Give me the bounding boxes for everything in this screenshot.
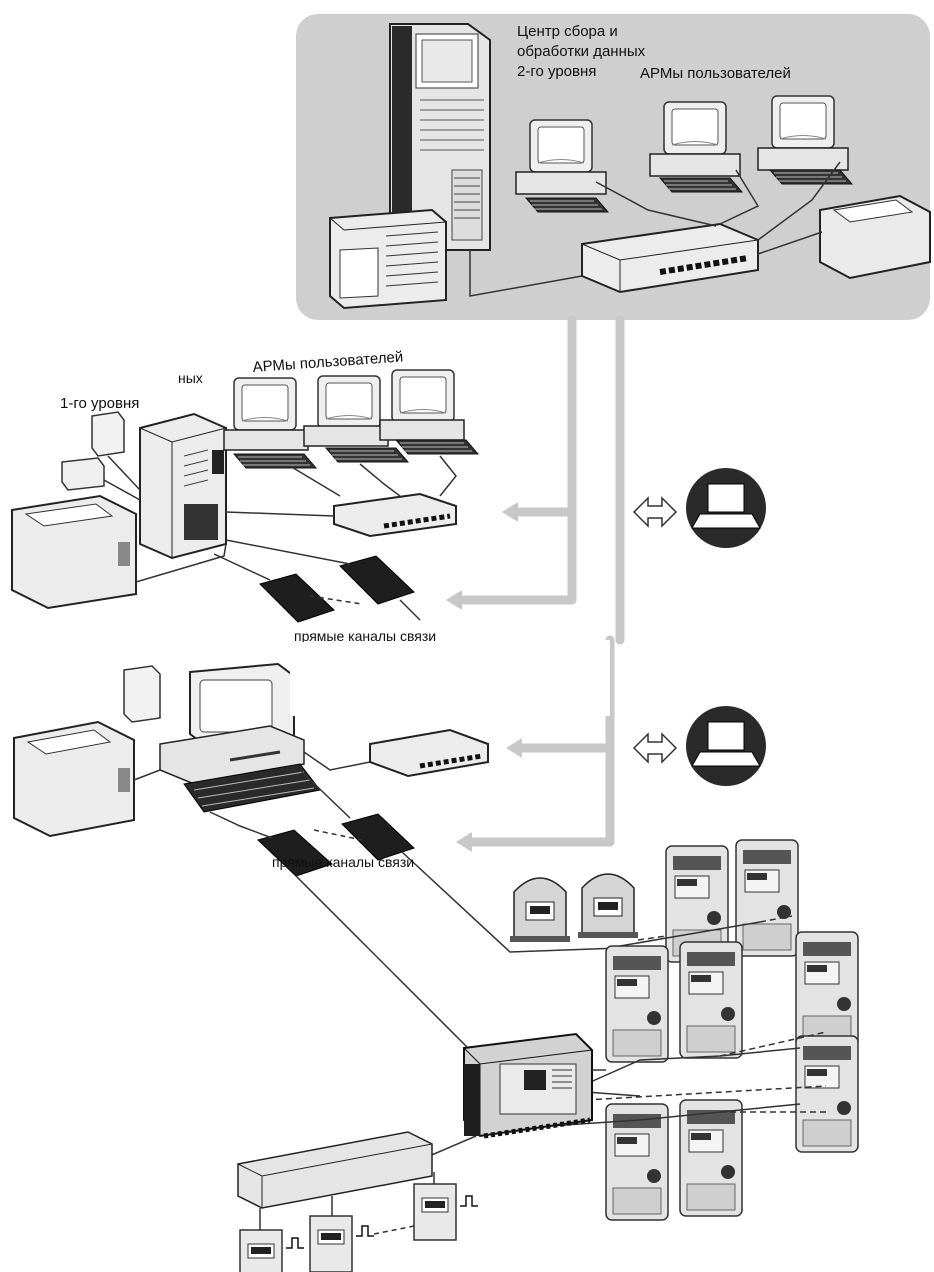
bidirectional-arrow-icon bbox=[632, 496, 678, 528]
server-unit-icon bbox=[329, 208, 447, 310]
workstation-icon bbox=[529, 119, 593, 173]
modem-icon bbox=[341, 813, 415, 861]
workstation-icon bbox=[663, 101, 727, 155]
lower-cables bbox=[133, 751, 621, 1061]
bus-arrowheads bbox=[446, 502, 522, 852]
electricity-meter-icon bbox=[413, 1183, 457, 1241]
level1-label: 1-го уровня bbox=[60, 395, 140, 412]
ups-icon bbox=[91, 411, 125, 457]
level2-cables bbox=[469, 161, 841, 297]
direct-channels-upper-label: прямые каналы связи bbox=[294, 628, 437, 642]
printer-icon bbox=[11, 494, 137, 610]
electricity-meter-icon bbox=[795, 931, 859, 1049]
workstation-icon bbox=[317, 375, 381, 429]
meter-bus-lines bbox=[519, 921, 801, 1129]
modem-icon bbox=[339, 555, 415, 605]
modem-icon bbox=[61, 457, 105, 491]
server-tower-icon bbox=[389, 23, 491, 251]
bidirectional-arrow-icon bbox=[632, 732, 678, 764]
laptop-icon bbox=[686, 468, 766, 548]
upper-cables bbox=[103, 455, 457, 621]
center-level2-label: Центр сбора и обработки данных 2-го уров… bbox=[517, 23, 646, 80]
electricity-meter-icon bbox=[735, 839, 799, 957]
pulse-signal-icon bbox=[286, 1195, 478, 1249]
gas-meter-icon bbox=[578, 873, 638, 938]
electricity-meter-icon bbox=[309, 1215, 353, 1272]
electricity-meter-icon bbox=[679, 941, 743, 1059]
arm-top-label: АРМы пользователей bbox=[640, 65, 791, 82]
electricity-meter-icon bbox=[795, 1035, 859, 1153]
laptop-icon bbox=[686, 706, 766, 786]
electricity-meter-icon bbox=[605, 945, 669, 1063]
printer-icon bbox=[13, 720, 135, 838]
partial-center-label: ных bbox=[178, 370, 203, 386]
ups-icon bbox=[123, 665, 161, 723]
switch-icon bbox=[333, 492, 457, 538]
text-mask bbox=[290, 640, 610, 716]
electricity-meter-icon bbox=[679, 1099, 743, 1217]
workstation-icon bbox=[233, 377, 297, 431]
meter-bus-dashed bbox=[585, 915, 827, 1113]
workstation-icon bbox=[159, 662, 305, 785]
modem-icon bbox=[257, 829, 333, 877]
pulse-adapter-icon bbox=[237, 1131, 433, 1209]
data-controller-icon bbox=[463, 1032, 593, 1139]
switch-icon bbox=[369, 728, 489, 778]
modem-icon bbox=[259, 573, 335, 623]
printer-icon bbox=[819, 194, 931, 280]
workstation-icon bbox=[771, 95, 835, 149]
electricity-meter-icon bbox=[239, 1229, 283, 1272]
direct-channels-lower-label: прямые каналы связи bbox=[272, 854, 415, 870]
backbone-bus bbox=[453, 315, 625, 847]
server-tower-icon bbox=[139, 412, 227, 560]
workstation-icon bbox=[391, 369, 455, 423]
gas-meter-icon bbox=[510, 877, 570, 942]
